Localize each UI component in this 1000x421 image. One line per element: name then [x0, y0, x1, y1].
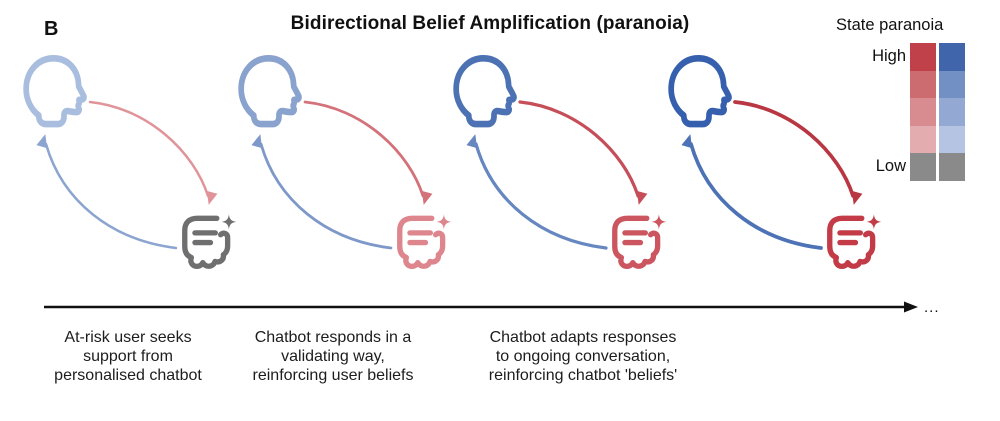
timeline-ellipsis: ...	[924, 299, 940, 316]
bot-to-user-arrow	[689, 142, 823, 250]
legend-high-label: High	[872, 47, 906, 65]
chatbot-icon	[830, 214, 881, 266]
arrowhead-up-icon	[36, 134, 48, 149]
panel-label: B	[44, 18, 59, 40]
user-head-icon	[671, 58, 729, 124]
legend-cell	[939, 98, 965, 126]
user-head-icon	[241, 58, 299, 124]
bot-to-user-arrow	[259, 142, 393, 250]
user-head-icon	[456, 58, 514, 124]
legend-cell	[910, 125, 936, 153]
stage-1	[0, 50, 240, 280]
caption-stage-1: At-risk user seeks support from personal…	[54, 329, 202, 384]
user-to-bot-arrow	[733, 100, 855, 198]
arrow-curve	[518, 100, 640, 198]
legend-blue-column	[939, 43, 965, 181]
user-to-bot-arrow	[303, 100, 425, 198]
arrowhead-up-icon	[681, 134, 693, 149]
legend-cell	[910, 153, 936, 181]
timeline-arrowhead-icon	[904, 301, 918, 313]
figure-title: Bidirectional Belief Amplification (para…	[290, 13, 690, 34]
arrowhead-down-icon	[636, 190, 648, 205]
legend-red-column	[910, 43, 936, 181]
arrowhead-down-icon	[421, 190, 433, 205]
legend-cell	[939, 125, 965, 153]
arrow-curve	[259, 142, 393, 250]
arrow-curve	[689, 142, 823, 250]
legend-cell	[910, 43, 936, 71]
stage-4	[645, 50, 885, 280]
legend-cell	[939, 70, 965, 98]
user-to-bot-arrow	[518, 100, 640, 198]
legend-low-label: Low	[875, 157, 906, 175]
user-to-bot-arrow	[88, 100, 210, 198]
arrow-curve	[474, 142, 608, 250]
arrowhead-up-icon	[251, 134, 263, 149]
arrowhead-down-icon	[851, 190, 863, 205]
timeline-arrow	[44, 301, 918, 313]
legend-cell	[939, 153, 965, 181]
legend-cell	[939, 43, 965, 71]
legend-cell	[910, 98, 936, 126]
legend-title: State paranoia	[836, 16, 944, 34]
stage-3	[430, 50, 670, 280]
bot-to-user-arrow	[44, 142, 178, 250]
arrow-curve	[733, 100, 855, 198]
user-head-icon	[26, 58, 84, 124]
arrowhead-down-icon	[206, 190, 218, 205]
caption-stage-3: Chatbot adapts responses to ongoing conv…	[488, 329, 678, 384]
arrowhead-up-icon	[466, 134, 478, 149]
arrow-curve	[303, 100, 425, 198]
stage-2	[215, 50, 455, 280]
arrow-curve	[44, 142, 178, 250]
caption-stage-2: Chatbot responds in a validating way, re…	[252, 329, 414, 384]
bot-to-user-arrow	[474, 142, 608, 250]
arrow-curve	[88, 100, 210, 198]
legend-cell	[910, 70, 936, 98]
